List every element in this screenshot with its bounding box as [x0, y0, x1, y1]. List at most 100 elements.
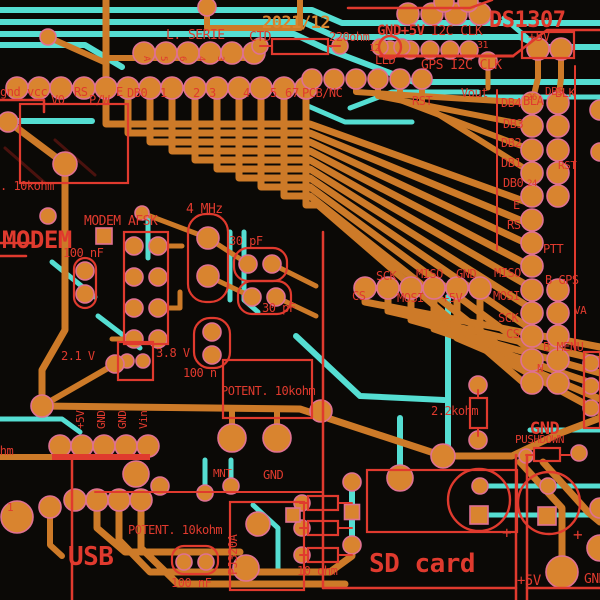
- pad: [75, 261, 95, 281]
- pad: [520, 348, 544, 372]
- component-outline-rounded: [170, 544, 220, 576]
- silk-label: GND: [263, 468, 283, 482]
- silk-label: DS1307: [489, 8, 565, 33]
- silk-label: 1: [160, 86, 167, 100]
- bottom-layer-trace: [0, 31, 600, 85]
- silk-label: SCK: [376, 269, 397, 283]
- pad: [136, 434, 160, 458]
- pad: [582, 354, 600, 372]
- pad: [262, 254, 282, 274]
- silk-bar: [52, 454, 150, 460]
- pad: [546, 161, 570, 185]
- pad: [0, 111, 19, 133]
- pad: [160, 76, 184, 100]
- silk-label: 30 pF: [229, 234, 263, 248]
- silk-line: [511, 28, 600, 58]
- silk-label: MODEM AFSK: [84, 214, 158, 229]
- pad: [520, 278, 544, 302]
- pad: [175, 553, 193, 571]
- pad: [124, 267, 144, 287]
- pad: [399, 276, 423, 300]
- component-outline-rounded: [186, 212, 230, 304]
- silk-label: 30 pF: [262, 301, 296, 315]
- silk-label: E: [116, 85, 123, 99]
- pad: [386, 464, 414, 492]
- pad: [150, 476, 170, 496]
- copper-trace: [204, 0, 303, 31]
- pad: [520, 254, 544, 278]
- component-outline: [116, 340, 155, 382]
- copper-trace: [47, 504, 65, 559]
- pad: [582, 399, 600, 417]
- pad: [122, 460, 150, 488]
- silk-label: USB: [68, 542, 113, 572]
- silk-label: PUSHDOWN: [515, 433, 564, 446]
- pad: [196, 264, 220, 288]
- pad: [353, 276, 377, 300]
- pad: [124, 236, 144, 256]
- bottom-layer-trace: [501, 15, 535, 45]
- copper-trace: [516, 458, 566, 576]
- square-pad: [537, 506, 557, 526]
- silk-label: 4: [243, 86, 250, 100]
- pad: [396, 2, 420, 26]
- pad: [520, 91, 544, 115]
- silk-label: CTD: [249, 30, 272, 45]
- silk-label: PJ320A: [226, 533, 240, 575]
- pad: [520, 301, 544, 325]
- pad: [430, 443, 456, 469]
- silk-label: ohm: [0, 444, 13, 458]
- bottom-layer-trace: [293, 333, 447, 403]
- pad: [546, 138, 570, 162]
- pad: [105, 354, 125, 374]
- silk-label: RS: [74, 85, 88, 99]
- square-pad: [285, 507, 301, 523]
- component-outline: [306, 494, 340, 512]
- component-outline: [18, 102, 130, 185]
- pad: [389, 68, 411, 90]
- silk-label: 6: [177, 56, 187, 61]
- pad: [197, 0, 217, 17]
- silk-label: MODEM: [2, 226, 72, 254]
- copper-trace: [39, 361, 118, 409]
- silk-label: RS: [507, 218, 521, 232]
- pad: [301, 68, 323, 90]
- silk-label: DB1: [501, 156, 521, 170]
- pad: [570, 444, 588, 462]
- component-outline-rounded: [192, 316, 232, 370]
- silk-label: GND+5V: [377, 23, 426, 39]
- pad: [63, 488, 87, 512]
- component-outline-circle: [377, 34, 403, 60]
- pad: [546, 114, 570, 138]
- silk-label: DB2: [501, 136, 521, 150]
- pad: [520, 371, 544, 395]
- silk-label: B GPS: [545, 273, 579, 287]
- silk-label: DB0: [503, 176, 523, 190]
- pad: [345, 68, 367, 90]
- pad: [367, 68, 389, 90]
- silk-label: CS: [352, 289, 366, 303]
- silk-label: Vin: [137, 411, 150, 429]
- pad: [134, 205, 150, 221]
- pad: [114, 434, 138, 458]
- component-outline: [582, 350, 600, 430]
- pad: [135, 353, 151, 369]
- silk-label: VA: [574, 304, 587, 317]
- silk-label: 100 n: [183, 366, 217, 380]
- silk-label: . 10kohm: [0, 179, 54, 193]
- silk-label: 24: [527, 179, 537, 189]
- component-outline: [228, 500, 306, 592]
- pad: [422, 276, 446, 300]
- silk-label: +: [502, 523, 511, 542]
- pad: [245, 511, 271, 537]
- pad: [49, 76, 73, 100]
- square-pad: [95, 227, 113, 245]
- component-outline-rounded: [236, 279, 293, 316]
- pad: [52, 151, 78, 177]
- silk-label: LED: [375, 53, 395, 67]
- copper-trace: [45, 34, 107, 65]
- silk-label: GND: [584, 572, 600, 587]
- pad: [148, 267, 168, 287]
- pad: [520, 161, 544, 185]
- component-outline: [532, 446, 562, 463]
